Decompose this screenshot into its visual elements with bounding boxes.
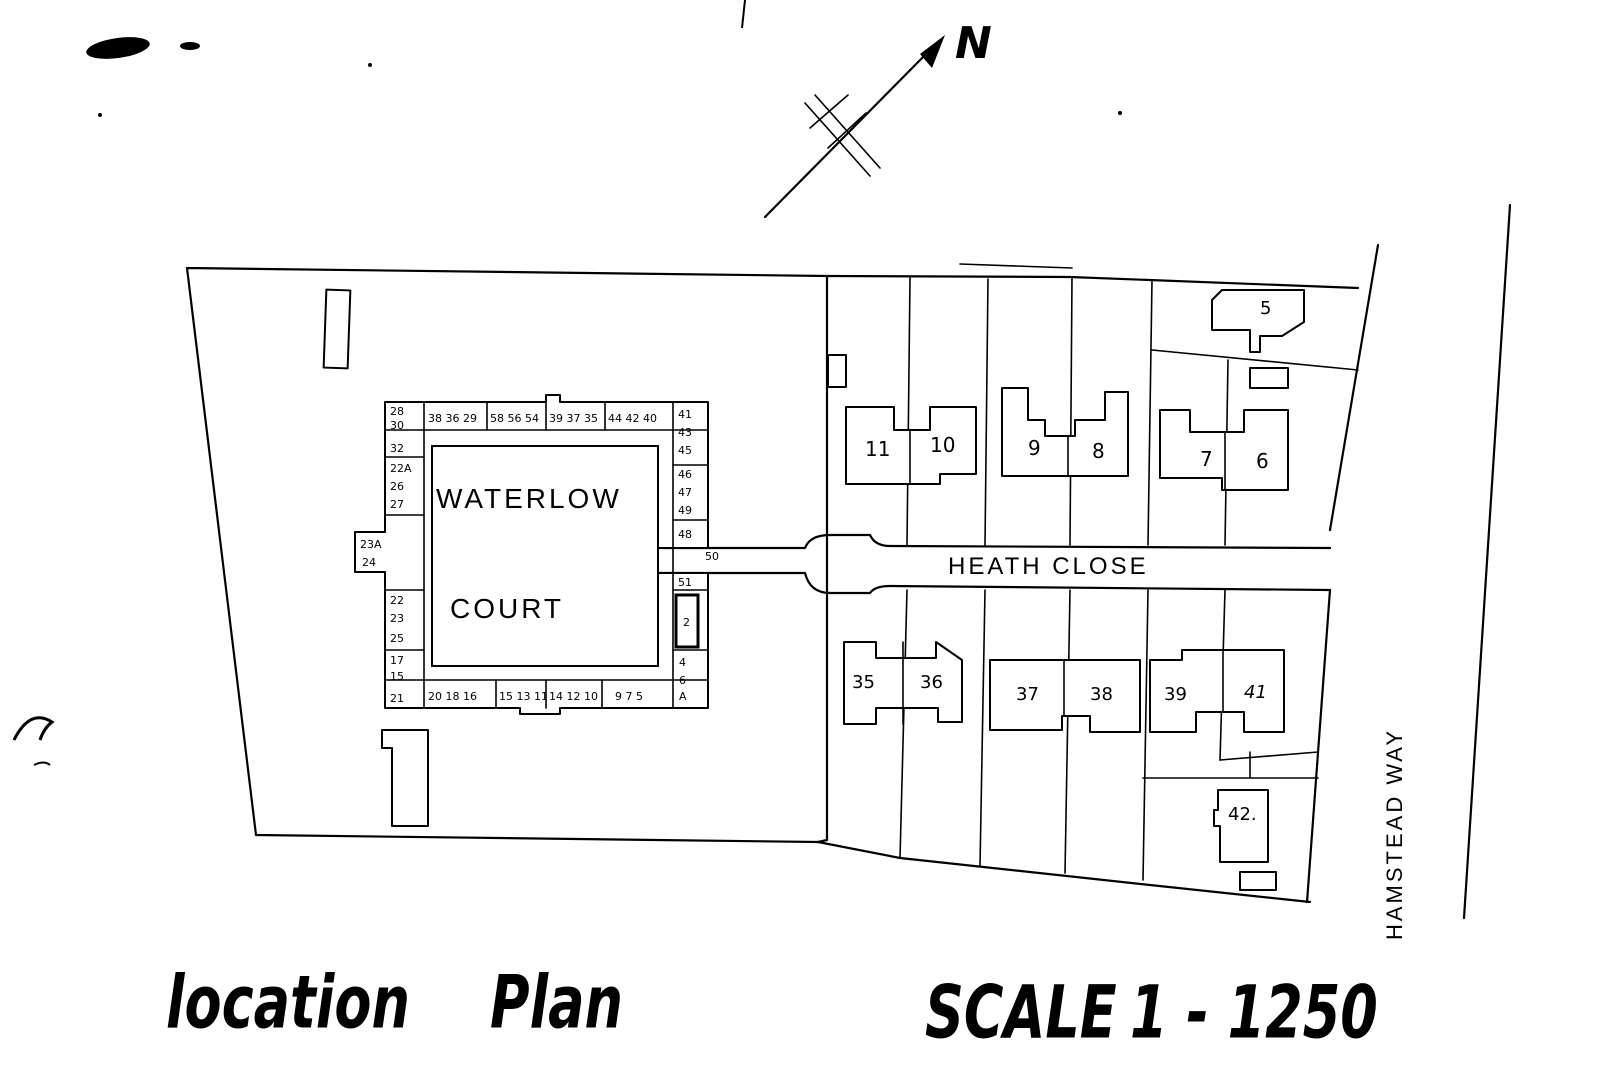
plot-dividers <box>826 275 1359 881</box>
house-5 <box>1211 289 1305 353</box>
house-number: 6 <box>1256 449 1269 473</box>
flat-numbers-left: 28 30 32 22A 26 27 23A 24 22 23 25 17 15… <box>360 405 412 705</box>
flat-number: 14 12 10 <box>549 690 598 703</box>
house-number: 5 <box>1260 298 1271 319</box>
house-number: 41 <box>1244 682 1267 703</box>
flat-number: 41 <box>678 408 692 421</box>
outbuildings <box>322 288 847 827</box>
flat-number: 23A <box>360 538 382 551</box>
flat-number: 51 <box>678 576 692 589</box>
site-boundary <box>185 203 1512 920</box>
flat-number: 22 <box>390 594 404 607</box>
flat-number: 48 <box>678 528 692 541</box>
house-number: 10 <box>930 433 955 457</box>
flat-number: 28 <box>390 405 404 418</box>
flat-number: 38 36 29 <box>428 412 477 425</box>
map-title-location: location <box>166 959 410 1045</box>
flat-number: 39 37 35 <box>549 412 598 425</box>
scan-specks <box>12 0 1122 766</box>
flat-number: 27 <box>390 498 404 511</box>
scale-label: SCALE <box>925 969 1117 1055</box>
house-pair-7-6 <box>1159 409 1289 491</box>
flat-number: 24 <box>362 556 376 569</box>
flat-number: 2 <box>683 616 690 629</box>
house-number: 39 <box>1164 684 1187 705</box>
heath-close-road: HEATH CLOSE <box>656 533 1332 595</box>
estate-name-line2: COURT <box>450 593 564 624</box>
road-label-heath-close: HEATH CLOSE <box>948 553 1149 580</box>
house-pair-11-10 <box>845 406 977 485</box>
flat-numbers-top: 38 36 29 58 56 54 39 37 35 44 42 40 <box>428 412 657 425</box>
north-arrow: N <box>763 18 992 219</box>
flat-number: 44 42 40 <box>608 412 657 425</box>
flat-number: 20 18 16 <box>428 690 477 703</box>
flat-number: 9 7 5 <box>615 690 643 703</box>
house-number: 42. <box>1228 804 1257 825</box>
flat-number: 22A <box>390 462 412 475</box>
house-42 <box>1213 789 1269 863</box>
house-pair-39-41 <box>1149 649 1285 733</box>
house-number: 38 <box>1090 684 1113 705</box>
flat-number: 30 <box>390 419 404 432</box>
flat-number: 45 <box>678 444 692 457</box>
waterlow-court: 38 36 29 58 56 54 39 37 35 44 42 40 28 3… <box>354 394 719 715</box>
houses-north: 11 10 9 8 7 6 5 <box>845 289 1305 491</box>
house-number: 9 <box>1028 436 1041 460</box>
flat-number: A <box>679 690 687 703</box>
north-label: N <box>955 18 992 69</box>
road-label-hamstead-way: HAMSTEAD WAY <box>1382 728 1407 940</box>
house-number: 11 <box>865 437 890 461</box>
house-pair-37-38 <box>989 659 1141 733</box>
flat-number: 43 <box>678 426 692 439</box>
house-number: 35 <box>852 672 875 693</box>
estate-name-line1: WATERLOW <box>436 483 622 514</box>
courtyard <box>431 445 659 667</box>
house-number: 36 <box>920 672 943 693</box>
flat-number: 15 13 11 <box>499 690 548 703</box>
flat-number: 15 <box>390 670 404 683</box>
house-number: 7 <box>1200 447 1213 471</box>
flat-number: 32 <box>390 442 404 455</box>
flat-number: 6 <box>679 674 686 687</box>
house-number: 37 <box>1016 684 1039 705</box>
flat-number: 17 <box>390 654 404 667</box>
flat-number: 21 <box>390 692 404 705</box>
flat-number: 47 <box>678 486 692 499</box>
flat-number: 23 <box>390 612 404 625</box>
flat-numbers-right: 41 43 45 46 47 49 48 50 51 2 4 6 A <box>678 408 719 703</box>
flat-number: 4 <box>679 656 686 669</box>
flat-number: 46 <box>678 468 692 481</box>
house-pair-9-8 <box>1001 387 1129 477</box>
flat-number: 26 <box>390 480 404 493</box>
map-title-plan: Plan <box>490 959 623 1045</box>
flat-number: 50 <box>705 550 719 563</box>
house-number: 8 <box>1092 439 1105 463</box>
flat-number: 25 <box>390 632 404 645</box>
scale-value: 1 - 1250 <box>1130 969 1378 1055</box>
flat-numbers-bottom: 20 18 16 15 13 11 14 12 10 9 7 5 <box>428 690 643 703</box>
flat-number: 58 56 54 <box>490 412 539 425</box>
flat-number: 49 <box>678 504 692 517</box>
houses-south: 35 36 37 38 39 41 42. <box>843 641 1285 891</box>
